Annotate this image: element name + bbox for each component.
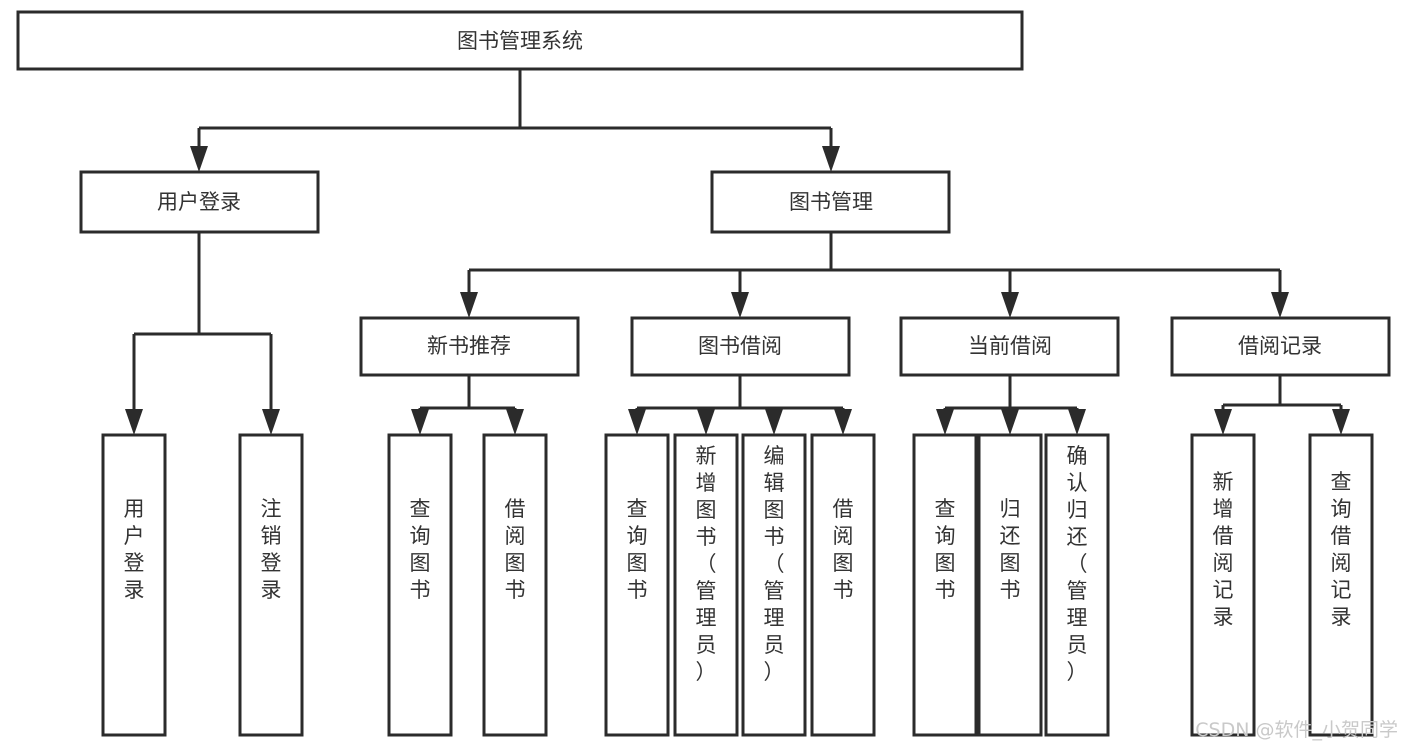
arrow-head-book-manage [822,146,840,172]
node-leaf-add-record[interactable]: 新增借阅记录 [1190,433,1256,737]
node-leaf-query-book-2-label: 查询图书 [627,497,648,602]
arrow-head-leaf-add-book [697,409,715,435]
node-root-label: 图书管理系统 [457,29,583,53]
node-user-login[interactable]: 用户登录 [79,170,320,234]
node-leaf-edit-book[interactable]: 编辑图书（管理员） [741,433,807,737]
node-current-borrow-label: 当前借阅 [968,334,1052,358]
node-leaf-add-book-box[interactable] [673,433,739,737]
arrow-head-user-login [190,146,208,172]
node-book-borrow-label: 图书借阅 [698,334,782,358]
node-leaf-user-login-label: 用户登录 [124,497,145,602]
csdn-watermark: CSDN @软件_小贺同学 [1195,719,1398,741]
node-leaf-query-book-3-box[interactable] [912,433,978,737]
node-leaf-confirm-return[interactable]: 确认归还（管理员） [1044,433,1110,737]
connector-layer [125,69,1350,435]
node-leaf-logout[interactable]: 注销登录 [238,433,304,737]
node-leaf-edit-book-box[interactable] [741,433,807,737]
node-leaf-return-book-label: 归还图书 [1000,497,1021,602]
arrow-head-leaf-user-login [125,409,143,435]
node-leaf-user-login-box[interactable] [101,433,167,737]
node-leaf-query-book-1-label: 查询图书 [410,497,431,602]
node-leaf-query-record[interactable]: 查询借阅记录 [1308,433,1374,737]
arrow-head-leaf-borrow-book-2 [834,409,852,435]
node-leaf-query-book-3[interactable]: 查询图书 [912,433,978,737]
arrow-head-leaf-query-record [1332,409,1350,435]
node-leaf-query-book-3-label: 查询图书 [935,497,956,602]
node-leaf-add-record-label: 新增借阅记录 [1213,470,1234,629]
node-leaf-confirm-return-label: 确认归还（管理员） [1067,444,1088,684]
node-leaf-add-book[interactable]: 新增图书（管理员） [673,433,739,737]
node-root-box[interactable] [16,10,1024,71]
node-borrow-record-box[interactable] [1170,316,1391,377]
node-leaf-borrow-book-2[interactable]: 借阅图书 [810,433,876,737]
node-leaf-add-book-label: 新增图书（管理员） [696,444,717,684]
node-book-manage-box[interactable] [710,170,951,234]
node-leaf-query-book-2[interactable]: 查询图书 [604,433,670,737]
node-leaf-return-book[interactable]: 归还图书 [977,433,1043,737]
node-leaf-confirm-return-box[interactable] [1044,433,1110,737]
node-current-borrow-box[interactable] [899,316,1120,377]
node-book-borrow[interactable]: 图书借阅 [630,316,851,377]
node-leaf-query-book-2-box[interactable] [604,433,670,737]
node-new-book-rec-label: 新书推荐 [427,334,511,358]
node-leaf-borrow-book-1-label: 借阅图书 [505,497,526,602]
arrow-head-leaf-edit-book [765,409,783,435]
node-leaf-borrow-book-1[interactable]: 借阅图书 [482,433,548,737]
arrow-head-leaf-query-book-3 [936,409,954,435]
arrow-head-borrow-record [1271,292,1289,318]
arrow-head-leaf-add-record [1214,409,1232,435]
node-user-login-box[interactable] [79,170,320,234]
node-new-book-rec-box[interactable] [359,316,580,377]
node-book-manage-label: 图书管理 [789,190,873,214]
node-book-borrow-box[interactable] [630,316,851,377]
node-leaf-query-book-1[interactable]: 查询图书 [387,433,453,737]
node-current-borrow[interactable]: 当前借阅 [899,316,1120,377]
arrow-head-current-borrow [1001,292,1019,318]
node-leaf-query-record-box[interactable] [1308,433,1374,737]
node-root[interactable]: 图书管理系统 [16,10,1024,71]
node-leaf-borrow-book-2-box[interactable] [810,433,876,737]
node-leaf-logout-box[interactable] [238,433,304,737]
node-leaf-borrow-book-2-label: 借阅图书 [833,497,854,602]
arrow-head-leaf-logout [262,409,280,435]
arrow-head-leaf-confirm-return [1068,409,1086,435]
node-leaf-query-book-1-box[interactable] [387,433,453,737]
arrow-head-book-borrow [731,292,749,318]
node-leaf-add-record-box[interactable] [1190,433,1256,737]
node-borrow-record-label: 借阅记录 [1238,334,1322,358]
node-leaf-edit-book-label: 编辑图书（管理员） [764,444,785,684]
node-leaf-query-record-label: 查询借阅记录 [1331,470,1352,629]
node-new-book-rec[interactable]: 新书推荐 [359,316,580,377]
node-book-manage[interactable]: 图书管理 [710,170,951,234]
arrow-head-leaf-query-book-1 [411,409,429,435]
node-leaf-borrow-book-1-box[interactable] [482,433,548,737]
node-leaf-logout-label: 注销登录 [261,497,282,602]
node-borrow-record[interactable]: 借阅记录 [1170,316,1391,377]
arrow-head-leaf-query-book-2 [628,409,646,435]
arrow-head-new-book-rec [460,292,478,318]
node-leaf-user-login[interactable]: 用户登录 [101,433,167,737]
arrow-head-leaf-borrow-book-1 [506,409,524,435]
node-user-login-label: 用户登录 [157,190,241,214]
node-leaf-return-book-box[interactable] [977,433,1043,737]
arrow-head-leaf-return-book [1001,409,1019,435]
